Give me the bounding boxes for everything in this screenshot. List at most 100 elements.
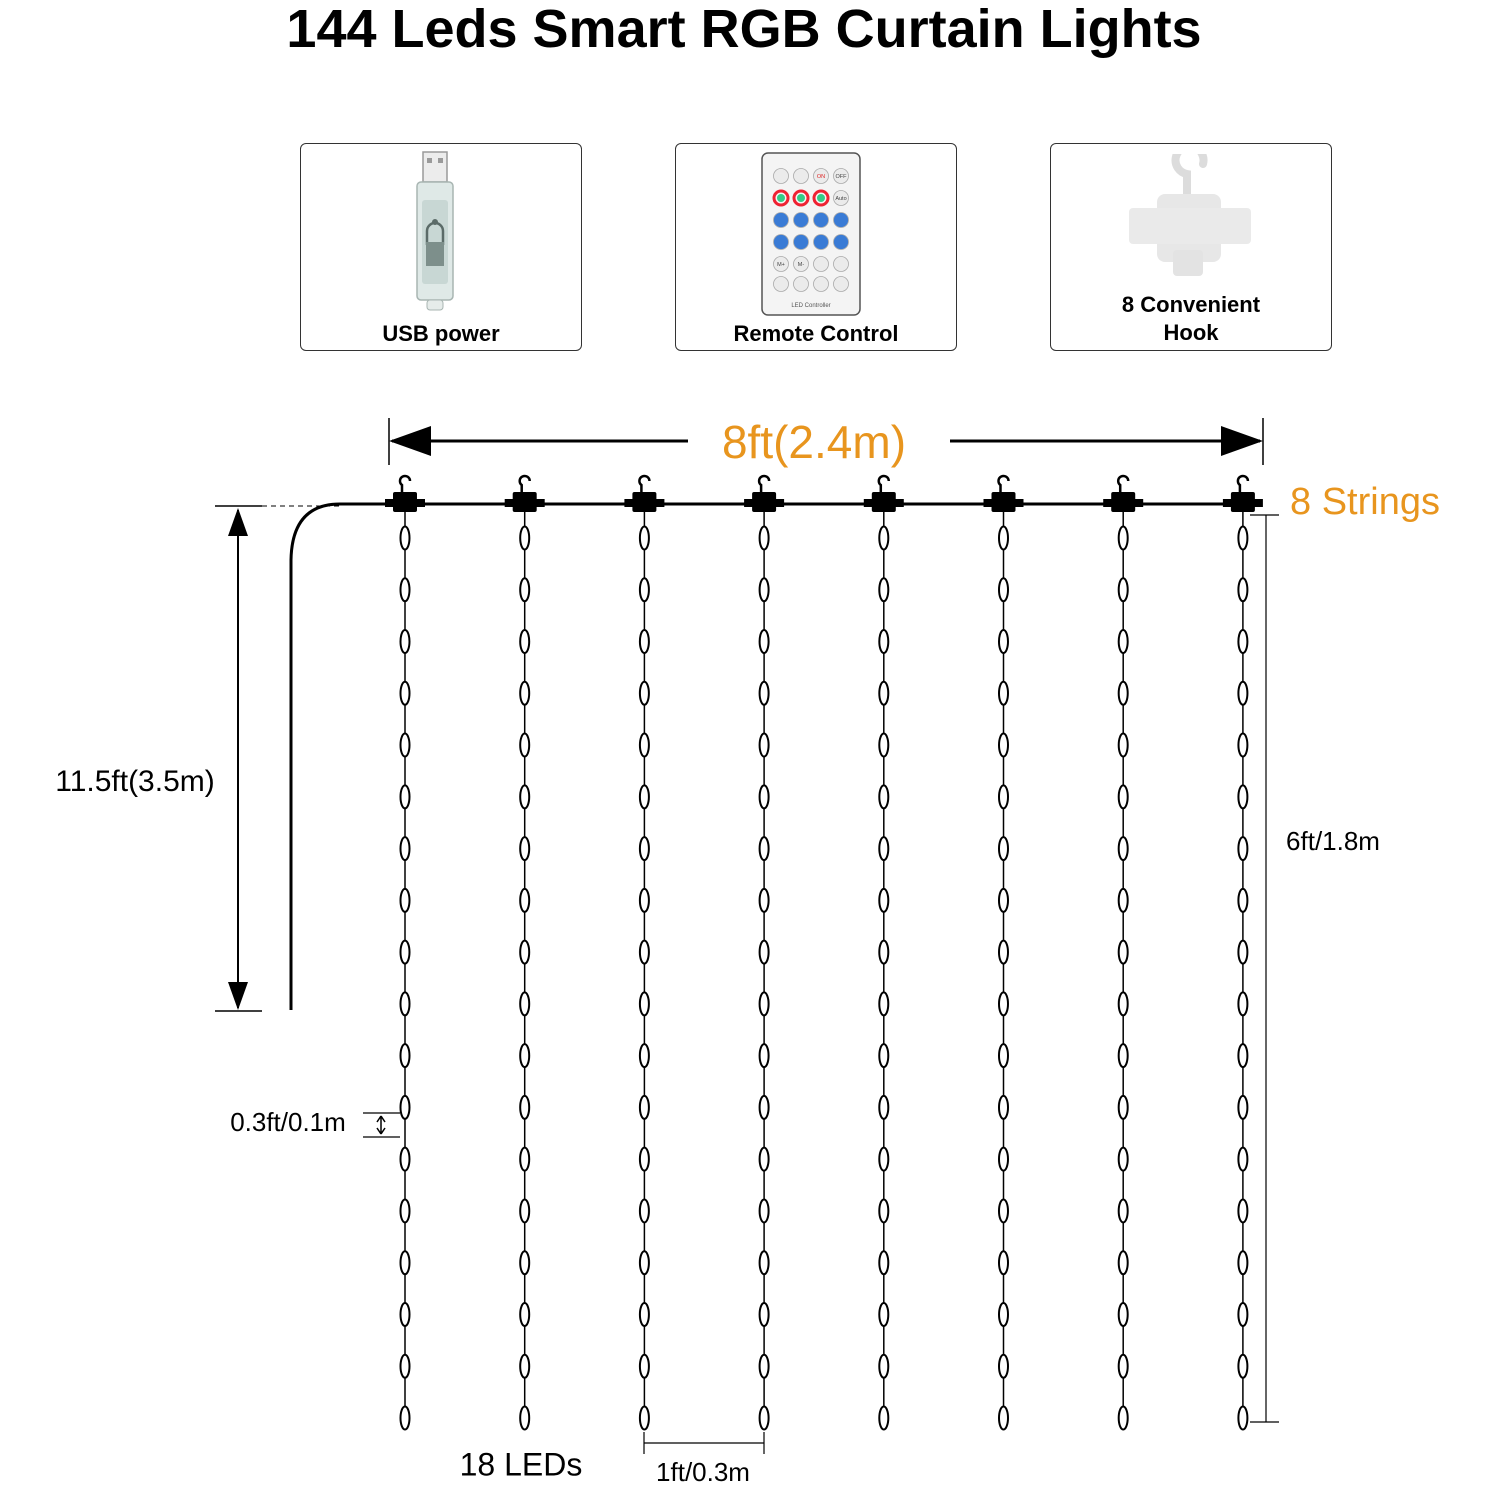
led-bulb [998,1250,1009,1276]
remote-button [793,256,809,272]
led-bulb [758,1301,770,1327]
led-bulb [758,1094,770,1120]
led-bulb [998,629,1009,655]
led-bulb [519,784,531,810]
led-bulb [1117,1353,1129,1379]
led-bulb [878,887,890,913]
hook-clip [877,474,891,492]
led-bulb [758,991,770,1017]
led-string [385,474,425,1431]
remote-button-label: OFF [836,174,848,180]
led-bulb [1117,1250,1129,1276]
remote-button [813,256,829,272]
led-bulb [1117,887,1129,913]
led-bulb [758,732,770,758]
led-bulb [1117,577,1129,603]
led-spacing-label: 0.3ft/0.1m [230,1107,346,1137]
led-string [504,474,545,1431]
remote-button [772,189,790,207]
led-bulb [878,732,890,758]
led-bulb [1117,1405,1129,1431]
led-bulb [1237,1405,1249,1431]
led-bulb [1117,1094,1129,1120]
remote-button [833,276,849,292]
led-bulb [399,1301,411,1327]
led-bulb [638,525,650,551]
led-bulb [638,577,650,603]
remote-button [793,276,809,292]
led-string [1103,474,1144,1431]
led-bulb [1237,836,1249,862]
led-bulb [519,1405,531,1431]
led-bulb [878,1094,890,1120]
led-bulb [758,887,770,913]
led-bulb [399,784,411,810]
led-dim-arrows [376,1115,386,1135]
led-bulb [878,1146,890,1172]
led-bulb [1237,525,1249,551]
leds-per-string-label: 18 LEDs [460,1446,583,1482]
remote-button [833,256,849,272]
led-bulb [998,1198,1009,1224]
led-bulb [1237,1094,1249,1120]
led-bulb [399,525,411,551]
led-bulb [758,784,770,810]
usb-power-label: USB power [382,321,500,346]
led-bulb [638,1198,650,1224]
led-bulb [998,732,1009,758]
remote-button [773,168,789,184]
led-bulb [998,680,1009,706]
remote-button [773,276,789,292]
led-bulb [519,1094,531,1120]
led-bulb [878,1043,890,1069]
led-strings [385,474,1263,1431]
feature-card-hook: 8 Convenient Hook [1050,143,1332,351]
led-bulb [399,680,411,706]
hook-icon [1129,154,1251,276]
led-bulb [399,1094,411,1120]
led-bulb [638,1301,650,1327]
remote-button-label: Auto [835,196,846,202]
led-bulb [1117,525,1129,551]
hook-clip [638,474,651,492]
hook-clip [398,474,412,492]
led-bulb [998,991,1009,1017]
remote-button [793,168,809,184]
remote-button [833,234,849,250]
connector-bar [504,499,545,507]
led-bulb [998,1301,1009,1327]
led-bulb [519,1043,531,1069]
led-bulb [998,939,1009,965]
led-bulb [1117,1301,1129,1327]
remote-button [813,276,829,292]
led-bulb [1117,680,1129,706]
connector-bar [624,499,665,507]
led-bulb [1117,836,1129,862]
led-bulb [638,680,650,706]
remote-button [812,189,830,207]
led-bulb [399,836,411,862]
hook-clip [1117,474,1130,492]
remote-button-label: M- [798,262,805,268]
led-bulb [758,1405,770,1431]
led-bulb [878,1301,890,1327]
led-bulb [519,525,531,551]
led-bulb [1237,1301,1249,1327]
led-bulb [638,939,650,965]
led-bulb [519,1198,531,1224]
led-bulb [758,629,770,655]
led-bulb [1237,784,1249,810]
led-bulb [638,1353,650,1379]
connector-bar [385,499,425,507]
connector-bar [1222,499,1263,507]
led-bulb [878,525,890,551]
remote-button [793,212,809,228]
led-bulb [399,1198,411,1224]
led-bulb [878,939,890,965]
led-bulb [519,991,531,1017]
led-bulb [519,732,531,758]
led-bulb [519,836,531,862]
led-bulb [878,1353,890,1379]
led-bulb [519,577,531,603]
page-title: 144 Leds Smart RGB Curtain Lights [286,0,1202,59]
